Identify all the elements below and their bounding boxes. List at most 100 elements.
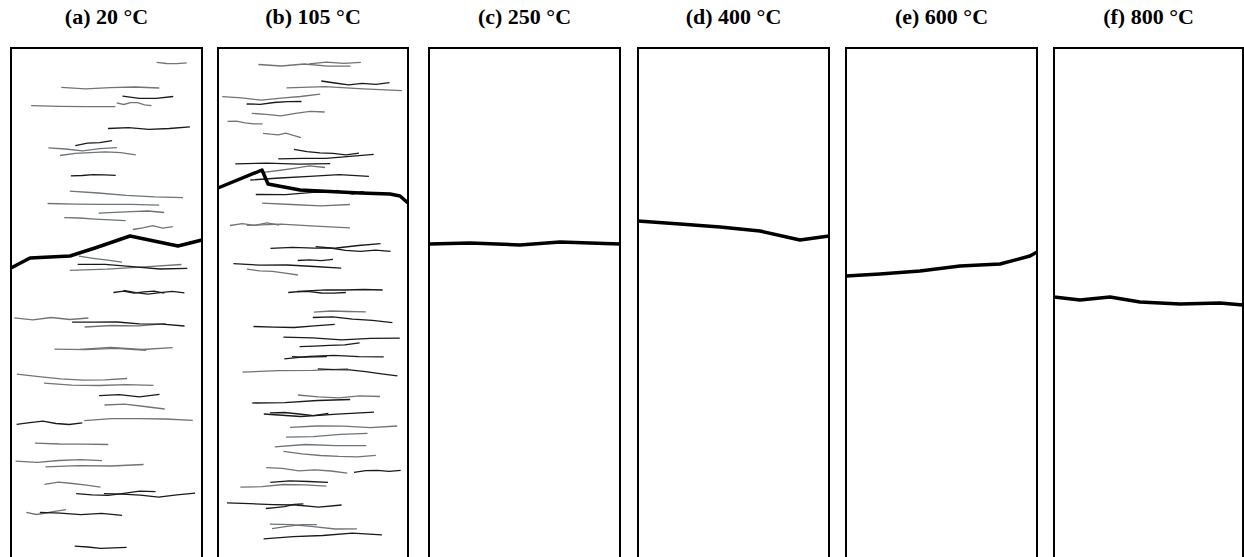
micro-crack xyxy=(123,96,174,98)
specimen-panel: (b) 105 °C xyxy=(217,0,409,557)
micro-crack xyxy=(233,264,341,269)
micro-crack xyxy=(117,103,152,106)
micro-crack xyxy=(287,87,402,91)
specimen-panel: (a) 20 °C xyxy=(10,0,203,557)
micro-crack xyxy=(252,111,325,115)
micro-crack xyxy=(235,163,330,164)
micro-crack xyxy=(84,419,193,421)
micro-crack xyxy=(252,400,350,404)
micro-crack xyxy=(298,259,333,260)
specimen-panel: (c) 250 °C xyxy=(428,0,621,557)
specimen-outline xyxy=(637,47,830,557)
micro-crack xyxy=(271,244,381,249)
micro-crack xyxy=(31,106,115,107)
specimen-outline xyxy=(428,47,621,557)
micro-crack xyxy=(46,465,144,467)
micro-crack xyxy=(16,460,102,463)
micro-crack xyxy=(264,533,382,539)
micro-crack xyxy=(258,64,350,66)
micro-crack xyxy=(298,395,380,398)
micro-crack xyxy=(309,62,361,64)
micro-crack xyxy=(264,412,374,416)
micro-crack xyxy=(78,264,188,269)
micro-crack xyxy=(55,348,147,350)
main-cracks xyxy=(11,170,1243,305)
micro-crack xyxy=(227,503,342,507)
micro-crack xyxy=(300,343,360,347)
specimen-outline xyxy=(10,47,203,557)
main-crack xyxy=(638,221,829,240)
micro-crack xyxy=(79,256,122,262)
micro-crack xyxy=(70,191,183,197)
micro-crack xyxy=(228,121,263,124)
specimen-outline xyxy=(1053,47,1244,557)
specimen-outline xyxy=(217,47,409,557)
micro-crack xyxy=(247,102,302,105)
micro-crack xyxy=(254,324,335,327)
specimen-panel: (e) 600 °C xyxy=(845,0,1038,557)
panel-heading: (d) 400 °C xyxy=(637,0,830,30)
micro-crack xyxy=(72,322,184,326)
micro-crack xyxy=(35,443,108,444)
micro-crack xyxy=(314,311,366,312)
micro-cracks xyxy=(14,62,402,548)
micro-crack xyxy=(222,94,320,100)
micro-crack xyxy=(157,62,187,63)
main-crack xyxy=(11,236,202,268)
panel-heading: (b) 105 °C xyxy=(217,0,409,30)
micro-crack xyxy=(313,317,393,323)
micro-crack xyxy=(288,290,382,293)
micro-crack xyxy=(275,445,367,447)
specimen-outline xyxy=(845,47,1038,557)
micro-crack xyxy=(270,524,357,529)
micro-crack xyxy=(272,525,317,529)
panel-heading: (e) 600 °C xyxy=(845,0,1038,30)
micro-crack xyxy=(354,470,401,472)
micro-crack xyxy=(290,426,397,428)
micro-crack xyxy=(40,512,122,515)
micro-crack xyxy=(105,404,165,409)
micro-crack xyxy=(262,203,350,206)
micro-crack xyxy=(99,394,159,396)
micro-crack xyxy=(284,355,383,359)
specimen-panel: (d) 400 °C xyxy=(637,0,830,557)
micro-crack xyxy=(286,433,367,437)
micro-crack xyxy=(17,374,127,380)
micro-crack xyxy=(48,204,160,206)
micro-crack xyxy=(270,413,328,416)
micro-crack xyxy=(48,148,117,151)
micro-crack xyxy=(14,318,88,320)
micro-crack xyxy=(318,369,398,376)
micro-crack xyxy=(17,421,83,424)
micro-crack xyxy=(247,224,350,228)
micro-crack xyxy=(75,141,112,146)
micro-crack xyxy=(247,269,298,275)
panel-heading: (c) 250 °C xyxy=(428,0,621,30)
micro-crack xyxy=(76,491,155,495)
panel-heading: (f) 800 °C xyxy=(1053,0,1244,30)
micro-crack xyxy=(64,218,125,221)
micro-crack xyxy=(44,482,100,487)
micro-crack xyxy=(124,291,185,295)
micro-crack xyxy=(75,546,127,548)
micro-crack xyxy=(266,468,347,474)
micro-crack xyxy=(284,451,376,456)
panel-heading: (a) 20 °C xyxy=(10,0,203,30)
micro-crack xyxy=(230,223,279,226)
micro-crack xyxy=(44,383,153,385)
main-crack xyxy=(1054,297,1243,305)
main-crack xyxy=(429,242,620,245)
main-crack xyxy=(218,170,408,203)
specimen-panel: (f) 800 °C xyxy=(1053,0,1244,557)
micro-crack xyxy=(240,485,326,488)
micro-crack xyxy=(60,152,136,156)
micro-crack xyxy=(294,149,359,154)
micro-crack xyxy=(321,81,389,85)
micro-crack xyxy=(108,127,190,130)
micro-crack xyxy=(71,175,116,176)
micro-crack xyxy=(278,154,373,159)
micro-crack xyxy=(99,211,165,213)
micro-crack xyxy=(250,175,369,180)
micro-crack xyxy=(316,247,391,252)
micro-crack xyxy=(61,87,159,89)
